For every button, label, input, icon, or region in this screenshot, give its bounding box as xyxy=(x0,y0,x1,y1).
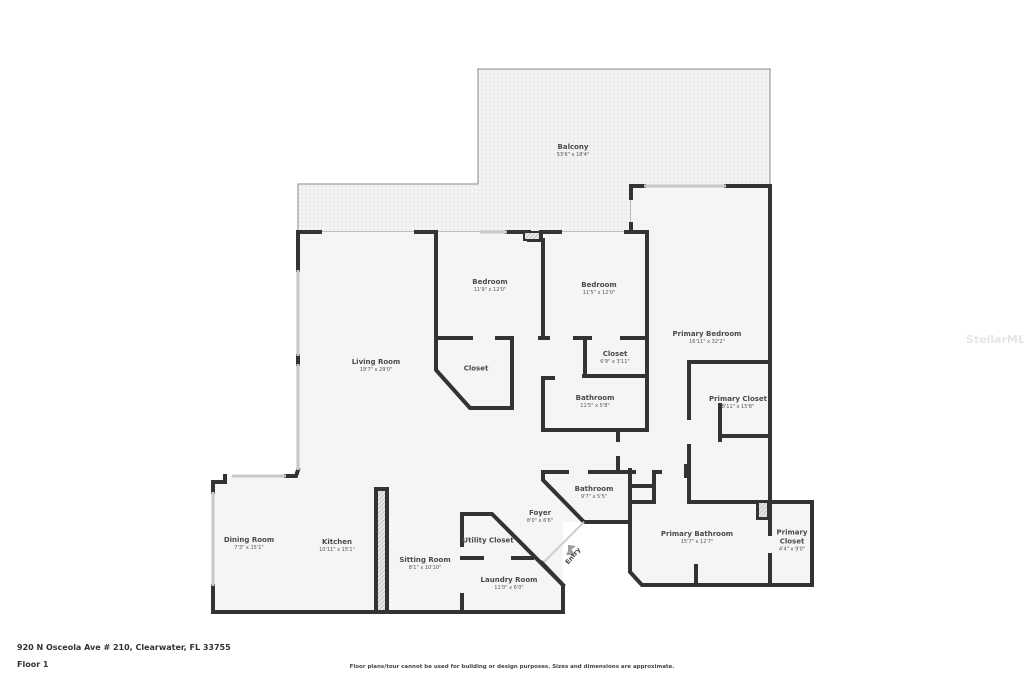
room-dimensions: 8'1" x 10'10" xyxy=(408,565,442,571)
room-bathroom-2: Bathroom 9'7" x 5'5" xyxy=(575,485,614,501)
room-dimensions: 16'11" x 32'2" xyxy=(689,339,725,345)
room-name: Kitchen xyxy=(321,538,353,546)
room-name: Balcony xyxy=(557,143,589,151)
room-dimensions: 8'0" x 6'6" xyxy=(526,518,554,524)
windows xyxy=(211,184,726,586)
room-dimensions: 11'9" x 12'0" xyxy=(473,287,507,293)
room-utility-closet: Utility Closet xyxy=(462,537,513,546)
room-name: Primary Bathroom xyxy=(660,530,734,538)
room-living-room: Living Room 19'7" x 29'0" xyxy=(352,358,401,374)
room-laundry-room: Laundry Room 11'0" x 6'0" xyxy=(481,576,538,592)
room-name: Primary Closet xyxy=(708,395,768,403)
shaft-2 xyxy=(757,501,769,519)
room-bedroom-2: Bedroom 11'5" x 12'0" xyxy=(581,281,616,297)
room-dimensions: 9'7" x 5'5" xyxy=(580,494,608,500)
room-sitting-room: Sitting Room 8'1" x 10'10" xyxy=(399,556,450,572)
room-dimensions: 15'7" x 12'7" xyxy=(680,539,714,545)
room-primary-closet-2: Primary Closet 4'4" x 9'0" xyxy=(774,529,810,554)
property-address: 920 N Osceola Ave # 210, Clearwater, FL … xyxy=(17,643,231,652)
room-name: Utility Closet xyxy=(462,536,514,545)
room-name: Primary Closet xyxy=(776,528,808,546)
room-primary-bathroom: Primary Bathroom 15'7" x 12'7" xyxy=(661,530,733,546)
room-closet-1: Closet xyxy=(464,365,489,374)
room-dimensions: 10'11" x 15'1" xyxy=(319,547,355,553)
room-primary-bedroom: Primary Bedroom 16'11" x 32'2" xyxy=(673,330,742,346)
room-dimensions: 19'7" x 29'0" xyxy=(359,367,393,373)
room-name: Foyer xyxy=(528,509,552,517)
room-dimensions: 53'6" x 18'4" xyxy=(556,152,590,158)
room-name: Closet xyxy=(463,364,489,373)
room-dimensions: 6'9" x 3'11" xyxy=(600,359,630,365)
room-dimensions: 11'5" x 12'0" xyxy=(582,290,616,296)
walls xyxy=(211,184,814,614)
room-name: Laundry Room xyxy=(480,576,538,584)
room-dining-room: Dining Room 7'3" x 15'1" xyxy=(224,536,274,552)
entry-door xyxy=(543,521,585,563)
room-name: Bathroom xyxy=(574,485,614,493)
room-kitchen: Kitchen 10'11" x 15'1" xyxy=(319,538,355,554)
room-name: Living Room xyxy=(351,358,401,366)
room-name: Closet xyxy=(602,350,628,358)
room-foyer: Foyer 8'0" x 6'6" xyxy=(527,509,553,525)
room-dimensions: 4'4" x 9'0" xyxy=(778,546,806,553)
room-name: Sitting Room xyxy=(399,556,451,564)
room-dimensions: 8'11" x 15'8" xyxy=(721,404,755,410)
room-bathroom-1: Bathroom 11'5" x 5'8" xyxy=(576,394,615,410)
room-name: Primary Bedroom xyxy=(672,330,742,338)
room-bedroom-1: Bedroom 11'9" x 12'0" xyxy=(472,278,507,294)
room-name: Bedroom xyxy=(581,281,617,289)
room-name: Bathroom xyxy=(575,394,615,402)
room-dimensions: 11'0" x 6'0" xyxy=(494,585,524,591)
room-dimensions: 11'5" x 5'8" xyxy=(580,403,610,409)
watermark: StellarMLS xyxy=(966,333,1024,346)
room-primary-closet-1: Primary Closet 8'11" x 15'8" xyxy=(709,395,767,411)
disclaimer: Floor plans/tour cannot be used for buil… xyxy=(349,664,675,670)
room-name: Dining Room xyxy=(223,536,275,544)
room-closet-2: Closet 6'9" x 3'11" xyxy=(600,350,629,366)
room-dimensions: 7'3" x 15'1" xyxy=(234,545,264,551)
room-name: Bedroom xyxy=(472,278,508,286)
shaft-1 xyxy=(523,231,541,241)
floor-label: Floor 1 xyxy=(17,660,49,669)
room-balcony: Balcony 53'6" x 18'4" xyxy=(557,143,590,159)
